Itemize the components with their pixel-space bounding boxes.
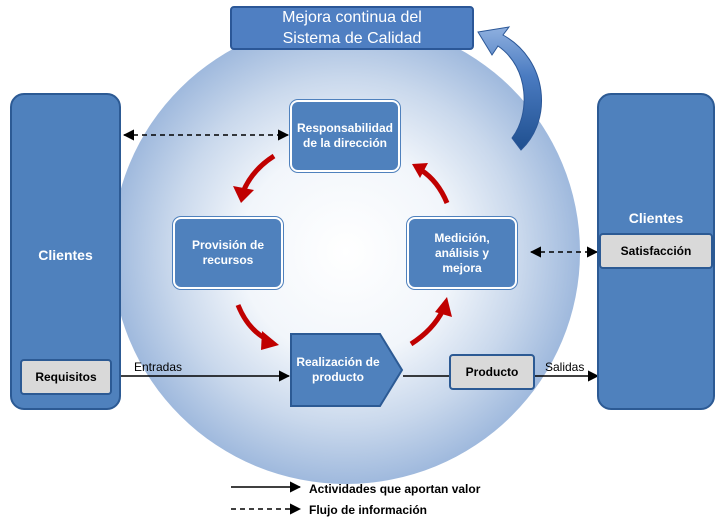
producto-box: Producto	[449, 354, 535, 390]
curved-improvement-arrow	[477, 26, 542, 151]
entradas-label: Entradas	[134, 360, 183, 374]
provision-line-2: recursos	[202, 253, 254, 267]
title-box: Mejora continua del Sistema de Calidad	[230, 6, 474, 50]
cycle-arrow-provision-to-realizacion	[235, 304, 279, 350]
salidas-label: Salidas	[545, 360, 585, 374]
right-clients-label: Clientes	[628, 210, 684, 226]
provision-line-1: Provisión de	[191, 238, 265, 252]
realizacion-line-1: Realización de	[296, 355, 380, 369]
realizacion-shape	[290, 333, 404, 407]
medicion-line-2: análisis y	[434, 245, 490, 260]
cycle-arrow-realizacion-to-medicion	[409, 297, 452, 347]
medicion-box: Medición, análisis y mejora	[407, 217, 517, 289]
satisfaccion-box: Satisfacción	[599, 233, 713, 269]
legend-solid-label: Actividades que aportan valor	[309, 482, 481, 496]
responsabilidad-line-1: Responsabilidad	[296, 121, 394, 135]
left-clients-column: Clientes	[10, 93, 121, 410]
provision-box: Provisión de recursos	[173, 217, 283, 289]
legend-dashed-label: Flujo de información	[309, 503, 428, 517]
title-line-1: Mejora continua del	[282, 9, 422, 26]
requisitos-box: Requisitos	[20, 359, 112, 395]
left-clients-label: Clientes	[38, 247, 93, 263]
title-line-2: Sistema de Calidad	[282, 30, 422, 47]
cycle-arrow-medicion-to-responsabilidad	[412, 163, 450, 204]
realizacion-line-2: producto	[312, 370, 364, 384]
responsabilidad-box: Responsabilidad de la dirección	[290, 100, 400, 172]
medicion-line-1: Medición,	[434, 230, 490, 245]
medicion-line-3: mejora	[442, 260, 482, 275]
responsabilidad-line-2: de la dirección	[302, 136, 388, 150]
cycle-arrow-responsabilidad-to-provision	[233, 153, 276, 203]
realizacion-label: Realización de producto	[291, 334, 385, 406]
